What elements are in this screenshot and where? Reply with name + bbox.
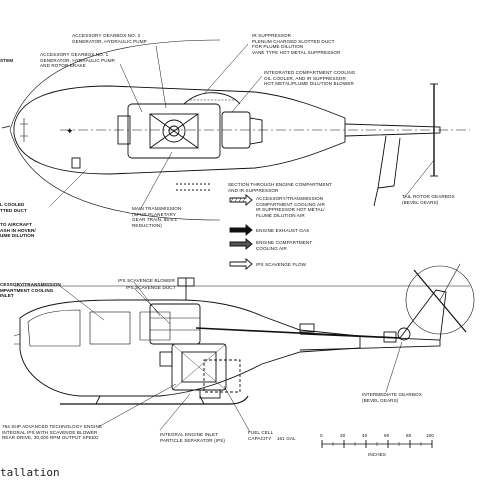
label-left-stem: STEM [0, 58, 14, 63]
legend-text-shaded: ENGINE COMPARTMENT COOLING AIR [256, 240, 313, 251]
label-tail-rotor-gearbox: TAIL ROTOR GEARBOX (BEVEL GEARS) [402, 194, 455, 205]
top-tail-boom [344, 123, 441, 137]
scale-tick-label: 20 [340, 433, 346, 438]
label-engine: 784 SHP ADVANCED TECHNOLOGY ENGINE INTEG… [2, 424, 103, 441]
side-landing-skid [60, 395, 249, 405]
scale-unit: INCHES [368, 452, 386, 457]
label-intermediate-gearbox: INTERMEDIATE GEARBOX (BEVEL GEARS) [362, 392, 422, 403]
top-rotor-arc [9, 39, 221, 131]
side-drive-shaft [195, 327, 401, 339]
label-ir-suppressor: IR SUPPRESSOR PLENUM CHARGED SLOTTED DUC… [252, 33, 341, 55]
label-fuel-cell: FUEL CELL CAPACITY 161 GAL [248, 430, 296, 441]
label-left-cooled: L COOLED TTED DUCT [0, 202, 27, 213]
top-fuselage-outline [13, 85, 346, 175]
side-tail-rotor [405, 265, 475, 335]
top-engine-compartment [127, 103, 221, 159]
label-section-title: SECTION THROUGH ENGINE COMPARTMENT AND I… [228, 182, 332, 193]
label-inlet-separator: INTEGRAL ENGINE INLET PARTICLE SEPARATOR… [160, 432, 226, 443]
side-fuel-cell [203, 359, 241, 393]
legend-text-solid: ENGINE EXHAUST GAS [256, 228, 310, 233]
scale-tick-label: 0 [320, 433, 323, 438]
side-engine [171, 343, 227, 391]
scale-bar [321, 440, 433, 448]
side-tail-fin [399, 289, 447, 341]
scale-tick-label: 40 [362, 433, 368, 438]
scale-tick-label: 100 [426, 433, 434, 438]
label-main-transmission: MAIN TRANSMISSION (SPUR PLANETARY GEAR T… [132, 206, 182, 228]
legend-symbols [229, 194, 253, 270]
label-left-aircraft: TO AIRCRAFT ASH IN HOVER/ UME DILUTION [0, 222, 36, 239]
label-accessory-gearbox-1: ACCESSORY GEARBOX NO. 1 GENERATOR, HYDRA… [40, 52, 116, 69]
legend-shaded-arrow [229, 238, 253, 250]
figure-caption: tallation [0, 466, 60, 479]
top-ir-dome [183, 92, 241, 105]
legend-outline-arrow [229, 258, 253, 270]
label-accessory-gearbox-2: ACCESSORY GEARBOX NO. 2 GENERATOR, HYDRA… [72, 33, 147, 44]
legend-hatched-arrow [229, 194, 253, 206]
side-leader-lines [59, 281, 403, 433]
label-ips-duct: IPS SCAVENGE DUCT [126, 285, 176, 290]
legend-text-hatched: ACCESSORY/TRANSMISSION COMPARTMENT COOLI… [256, 196, 325, 218]
svg-text:✦: ✦ [66, 126, 74, 136]
label-ips-blower: IPS SCAVENGE BLOWER [118, 278, 175, 283]
scale-tick-label: 60 [384, 433, 390, 438]
legend-text-outline: IPS SCAVENGE FLOW [256, 262, 307, 267]
side-main-transmission [149, 303, 201, 345]
legend-solid-arrow [229, 224, 253, 236]
label-integrated-cooling: INTEGRATED COMPARTMENT COOLING OIL COOLE… [264, 70, 356, 87]
label-left-accessory: CESSORY/TRANSMISSION MPARTMENT COOLING I… [0, 282, 61, 299]
scale-tick-label: 80 [406, 433, 412, 438]
top-leader-lines [49, 43, 435, 211]
